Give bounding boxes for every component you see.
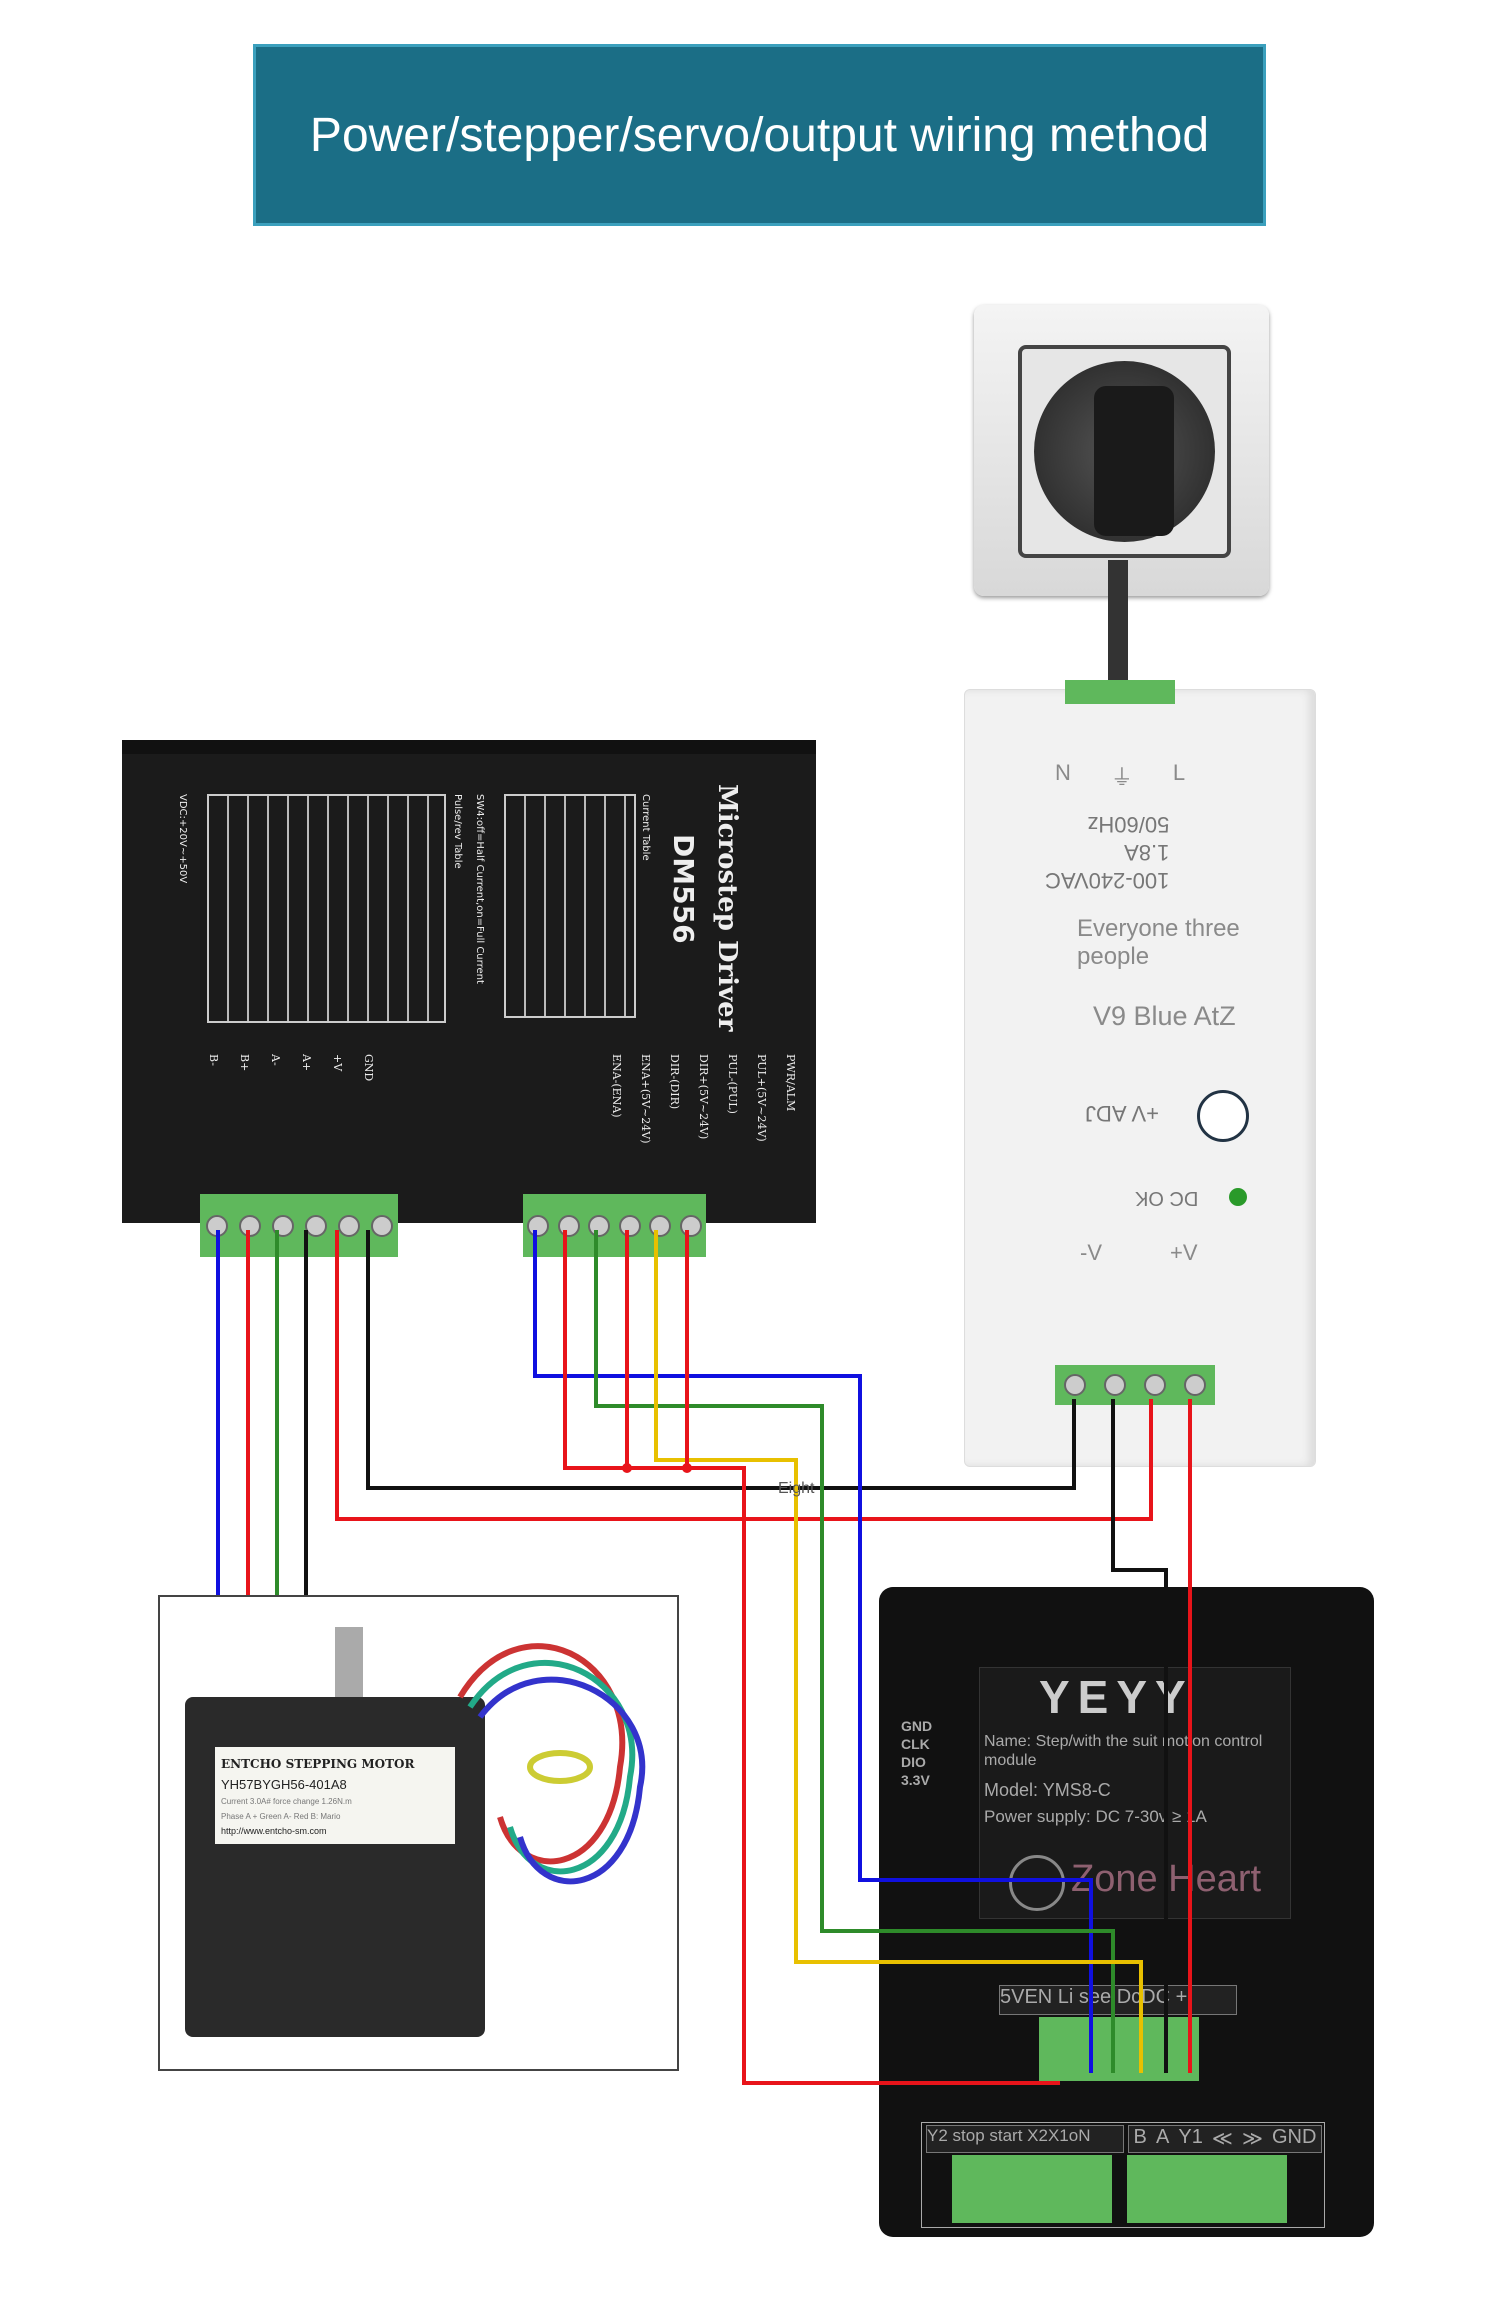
psu-terminal-n: N <box>1055 760 1071 785</box>
pulse-table-label: Pulse/rev Table <box>452 794 463 869</box>
psu-top-terminal-labels: N ⏚ L <box>1055 760 1185 792</box>
title-banner: Power/stepper/servo/output wiring method <box>253 44 1266 226</box>
psu-caption-2: V9 Blue AtZ <box>1093 1001 1236 1031</box>
module-power: Power supply: DC 7-30v ≥ 1A <box>984 1807 1207 1826</box>
psu-output-terminals <box>1055 1365 1215 1405</box>
module-model: Model: YMS8-C <box>984 1780 1111 1800</box>
wire-red-signal <box>563 1230 1060 2085</box>
module-bottom-left-label: Y2 stop start X2X1oN <box>926 2125 1124 2153</box>
stepper-motor-panel: ENTCHO STEPPING MOTOR YH57BYGH56-401A8 C… <box>158 1595 679 2071</box>
psu-input-terminals <box>1065 680 1175 704</box>
voltage-adjust-knob[interactable] <box>1197 1090 1249 1142</box>
current-table <box>504 794 636 1018</box>
junction-dot <box>682 1463 692 1473</box>
current-table-label: Current Table <box>640 794 651 861</box>
stepper-motor: ENTCHO STEPPING MOTOR YH57BYGH56-401A8 C… <box>185 1627 485 2037</box>
driver-motor-terminals <box>200 1194 398 1257</box>
wall-socket <box>974 305 1269 596</box>
psu-terminal-vminus: -V <box>1080 1240 1102 1265</box>
wire-black-psu-minus <box>366 1230 1076 1490</box>
power-supply: N⏚L 100-240VAC 1.8A 50/60Hz Everyone thr… <box>964 680 1316 1467</box>
driver-title: Microstep Driver <box>712 784 742 1032</box>
psu-terminal-earth: ⏚ <box>1110 765 1133 790</box>
motor-spec-1: Current 3.0A# force change 1.26N.m <box>221 1797 352 1807</box>
wire-blue-signal <box>533 1230 1093 2073</box>
motor-leads-icon <box>457 1643 646 1885</box>
motor-spec-2: Phase A + Green A- Red B: Mario <box>221 1811 341 1821</box>
module-brand: YEYY <box>1039 1671 1194 1723</box>
dc-ok-led-icon <box>1229 1188 1247 1206</box>
psu-terminal-l: L <box>1172 760 1186 785</box>
junction-dot <box>622 1463 632 1473</box>
motor-url: http://www.entcho-sm.com <box>221 1826 327 1837</box>
pulse-table <box>207 794 446 1023</box>
driver-model: DM556 <box>667 834 700 944</box>
stepper-driver: Microstep Driver DM556 Current Table SW4… <box>122 740 816 1223</box>
psu-caption-1: Everyone three people <box>1077 915 1240 970</box>
wire-black-module <box>1111 1399 1168 2073</box>
motor-model: YH57BYGH56-401A8 <box>221 1776 347 1792</box>
plug-icon <box>1094 386 1174 536</box>
power-cable <box>1108 560 1128 690</box>
wire-green-signal <box>594 1230 1115 2073</box>
vdc-label: VDC:+20V~+50V <box>177 794 188 884</box>
sw4-note: SW4:off=Half Current,on=Full Current <box>474 794 485 984</box>
module-name: Name: Step/with the suit motion control … <box>984 1733 1263 1769</box>
module-power-terminals <box>1039 2017 1199 2081</box>
crossover-label: Eight <box>778 1480 815 1497</box>
psu-terminal-vplus: +V <box>1170 1240 1198 1265</box>
wire-yellow-signal <box>654 1230 1143 2073</box>
motor-brand: ENTCHO STEPPING MOTOR <box>221 1757 415 1771</box>
iso-seal-icon <box>1009 1855 1065 1911</box>
